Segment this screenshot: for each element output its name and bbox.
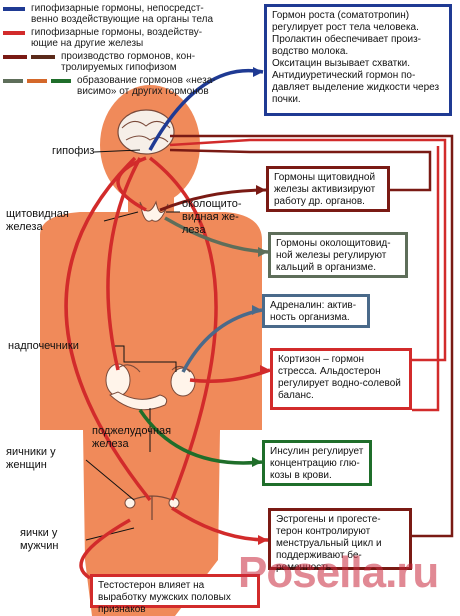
- label-thyroid: щитовидная железа: [6, 208, 69, 233]
- label-pancreas: поджелудочная железа: [92, 425, 172, 450]
- pancreas-icon: [109, 391, 168, 411]
- legend-row-blue: гипофизарные гормоны, непосредст- венно …: [3, 3, 213, 25]
- label-pituitary: гипофиз: [52, 145, 95, 157]
- legend-row-red: гипофизарные гормоны, воздейству- ющие н…: [3, 27, 202, 49]
- arrow-parathyroid-out: [164, 216, 269, 254]
- legend-text-independent: образование гормонов «неза- висимо» от д…: [77, 75, 216, 97]
- label-parathyroid: околощито- видная же- леза: [182, 198, 242, 236]
- arrow-testosterone-out: [79, 518, 131, 580]
- box-testosterone: Тестостерон влияет на выработку мужских …: [90, 574, 260, 615]
- legend-row-controlled: производство гормонов, кон- тролируемых …: [3, 51, 195, 73]
- ovaries-icon: [124, 495, 180, 520]
- arrow-estrogen-out: [171, 506, 269, 542]
- box-adrenaline: Адреналин: актив-ность организма.: [262, 294, 370, 328]
- kidneys-icon: [105, 363, 196, 397]
- thyroid-icon: [139, 200, 169, 222]
- arrow-growth: [148, 68, 264, 151]
- brain-icon: [117, 109, 175, 155]
- legend-text-controlled: производство гормонов, кон- тролируемых …: [61, 51, 196, 73]
- box-cortisone: Кортизон – гормон стресса. Альдостерон р…: [270, 348, 412, 410]
- legend-row-independent: образование гормонов «неза- висимо» от д…: [3, 75, 216, 97]
- box-insulin: Инсулин регулирует концентрацию глю-козы…: [262, 440, 372, 486]
- legend-swatch-red: [3, 31, 25, 35]
- box-growth-hormone: Гормон роста (соматотропин) регулирует р…: [264, 4, 452, 116]
- box-thyroid-hormones: Гормоны щитовидной железы активизируют р…: [266, 166, 390, 212]
- feedback-loops: [169, 134, 454, 538]
- legend-swatches-independent: [3, 75, 71, 83]
- arrow-adrenaline-out: [181, 308, 263, 373]
- label-ovaries: яичники у женщин: [6, 446, 56, 471]
- arrow-thyroid-out: [159, 188, 267, 212]
- legend-swatch-blue: [3, 7, 25, 11]
- watermark-logo: Posella.ru: [238, 548, 439, 597]
- arrow-insulin-out: [138, 409, 263, 465]
- legend-text-red: гипофизарные гормоны, воздейству- ющие н…: [31, 27, 203, 49]
- box-parathyroid-hormones: Гормоны околощитовид-ной железы регулиру…: [268, 232, 408, 278]
- label-testes: яички у мужчин: [20, 527, 59, 552]
- label-adrenal: надпочечники: [8, 340, 79, 352]
- arrow-gonads: [64, 156, 218, 502]
- legend-swatches-controlled: [3, 51, 55, 59]
- arrow-heads: [252, 67, 270, 545]
- legend-text-blue: гипофизарные гормоны, непосредст- венно …: [31, 3, 214, 25]
- arrow-adrenal: [106, 157, 142, 371]
- box-estrogen: Эстрогены и прогесте-терон контролируют …: [268, 508, 412, 573]
